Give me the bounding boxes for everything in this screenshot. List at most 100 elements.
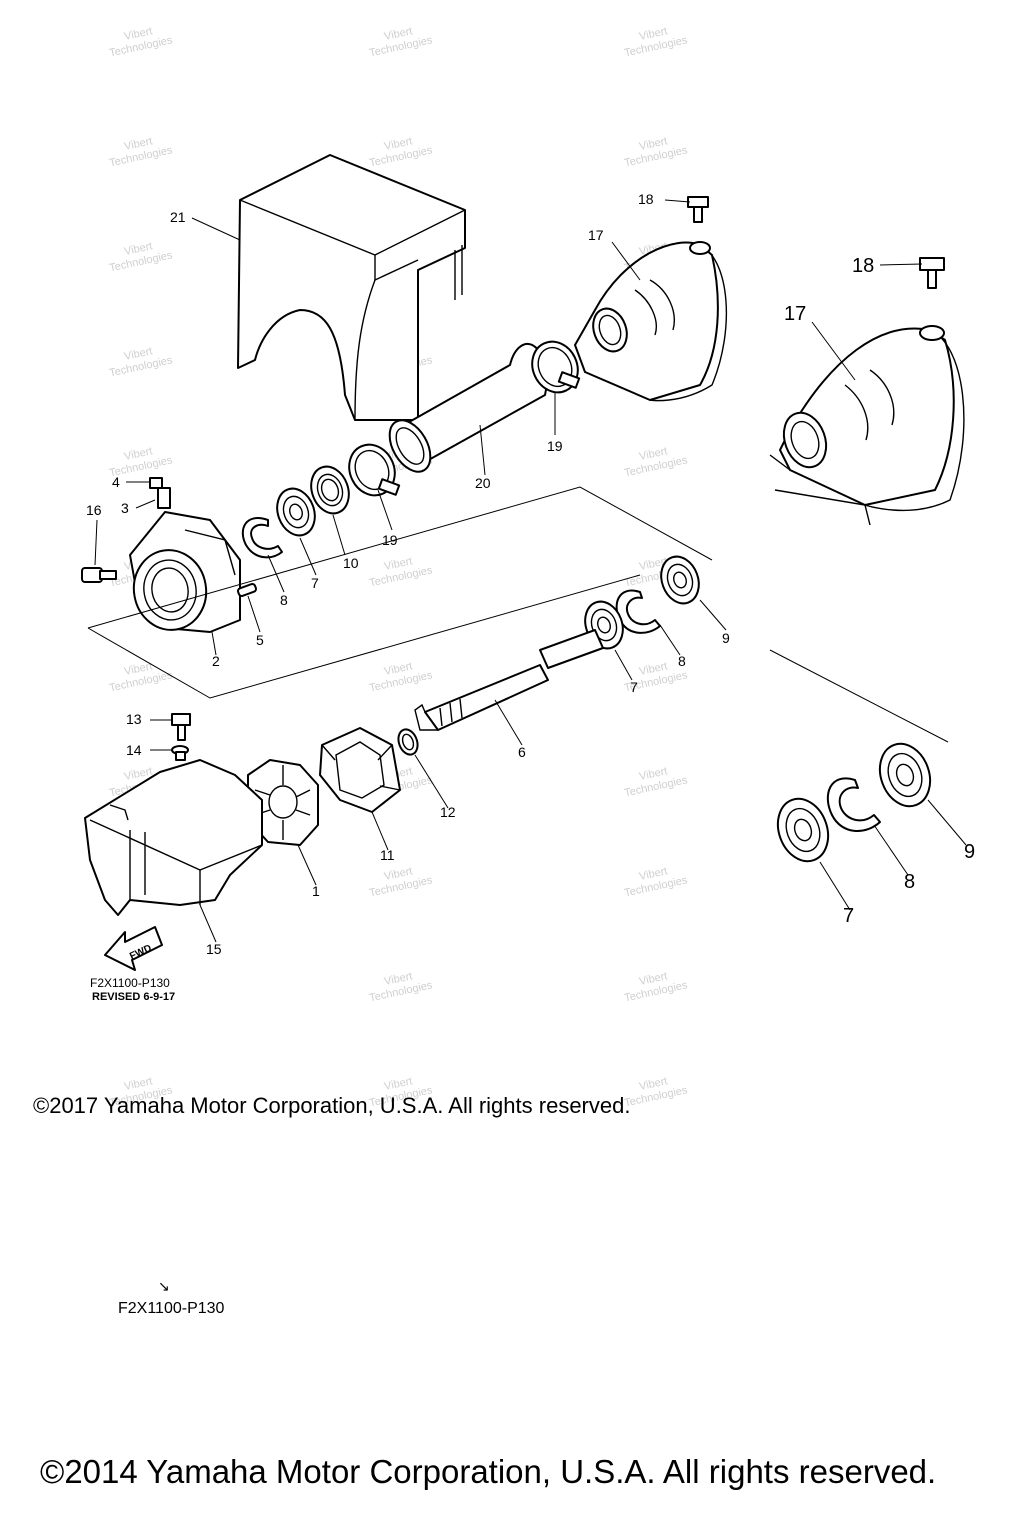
hose-clamp-lower <box>348 443 401 497</box>
watermark: VibertTechnologies <box>623 135 689 169</box>
callout-18: 18 <box>638 191 654 207</box>
svg-text:VibertTechnologies: VibertTechnologies <box>621 21 689 59</box>
watermark: VibertTechnologies <box>621 966 689 1004</box>
svg-text:VibertTechnologies: VibertTechnologies <box>621 861 689 899</box>
watermark: VibertTechnologies <box>366 861 434 899</box>
circlip-lower <box>615 589 661 634</box>
watermark: VibertTechnologies <box>106 236 174 274</box>
inset-callout-8: 8 <box>904 871 915 893</box>
callout-8-lower: 8 <box>678 653 686 669</box>
svg-text:VibertTechnologies: VibertTechnologies <box>621 441 689 479</box>
oil-seal <box>310 465 350 515</box>
inset-circlip-8 <box>826 777 881 833</box>
svg-text:VibertTechnologies: VibertTechnologies <box>366 656 434 694</box>
callout-14: 14 <box>126 742 142 758</box>
callout-12: 12 <box>440 804 456 820</box>
svg-text:VibertTechnologies: VibertTechnologies <box>106 236 174 274</box>
watermark: VibertTechnologies <box>366 21 434 59</box>
inset-callout-17: 17 <box>784 303 806 325</box>
watermark: VibertTechnologies <box>106 341 174 379</box>
svg-text:VibertTechnologies: VibertTechnologies <box>366 131 434 169</box>
watermark: VibertTechnologies <box>106 656 174 694</box>
svg-text:VibertTechnologies: VibertTechnologies <box>621 966 689 1004</box>
svg-text:VibertTechnologies: VibertTechnologies <box>366 861 434 899</box>
svg-text:VibertTechnologies: VibertTechnologies <box>366 21 434 59</box>
callout-20: 20 <box>475 475 491 491</box>
callout-11: 11 <box>380 847 395 863</box>
circlip-upper <box>241 517 283 559</box>
callouts: 21 18 17 19 20 19 10 7 8 4 3 16 5 2 9 8 … <box>86 191 975 957</box>
revision-label: REVISED 6-9-17 <box>92 991 176 1003</box>
inset-outline <box>769 649 949 743</box>
svg-text:VibertTechnologies: VibertTechnologies <box>366 966 434 1004</box>
pump-cover <box>237 154 466 421</box>
watermark: VibertTechnologies <box>621 441 689 479</box>
lower-mark: ↘ <box>158 1278 170 1294</box>
callout-15: 15 <box>206 941 222 957</box>
pump-housing <box>129 511 241 633</box>
watermark: VibertTechnologies <box>621 21 689 59</box>
inset-callout-7: 7 <box>843 905 854 927</box>
inset-callout-9: 9 <box>964 841 975 863</box>
callout-19-lower: 19 <box>382 532 398 548</box>
watermark: VibertTechnologies <box>106 131 174 169</box>
cover-washer <box>171 745 189 761</box>
inset-bolt <box>919 257 945 289</box>
svg-text:VibertTechnologies: VibertTechnologies <box>621 1071 689 1109</box>
svg-text:VibertTechnologies: VibertTechnologies <box>106 656 174 694</box>
callout-10: 10 <box>343 555 359 571</box>
watermark: VibertTechnologies <box>106 21 174 59</box>
shaft-ring <box>397 728 419 756</box>
drive-shaft <box>414 629 604 731</box>
svg-text:VibertTechnologies: VibertTechnologies <box>366 551 434 589</box>
callout-3: 3 <box>121 500 129 516</box>
bearing-end <box>660 555 700 605</box>
lower-diagram-code: F2X1100-P130 <box>118 1300 225 1317</box>
dowel-pin <box>237 583 257 597</box>
cover-bolt <box>171 713 191 741</box>
inset-bearing-7 <box>776 797 830 863</box>
callout-19-upper: 19 <box>547 438 563 454</box>
hose-clamp-upper <box>531 340 581 394</box>
watermark: VibertTechnologies <box>621 1071 689 1109</box>
diagram-code: F2X1100-P130 <box>90 976 170 990</box>
watermark: VibertTechnologies <box>621 861 689 899</box>
fwd-arrow-icon: FWD <box>104 926 163 971</box>
copyright-2017: ©2017 Yamaha Motor Corporation, U.S.A. A… <box>33 1093 631 1118</box>
nozzle-bolt <box>687 196 709 223</box>
svg-text:VibertTechnologies: VibertTechnologies <box>106 131 174 169</box>
callout-7-upper: 7 <box>311 575 319 591</box>
callout-17: 17 <box>588 227 604 243</box>
coupling <box>319 727 401 813</box>
drain-plug <box>81 567 117 583</box>
nozzle <box>574 241 727 402</box>
callout-4: 4 <box>112 474 120 490</box>
hose-fitting <box>149 477 171 509</box>
callout-8-upper: 8 <box>280 592 288 608</box>
callout-2: 2 <box>212 653 220 669</box>
assembly-outline <box>87 486 713 699</box>
bearing-upper <box>276 487 316 537</box>
callout-13: 13 <box>126 711 142 727</box>
callout-7-lower: 7 <box>630 679 638 695</box>
callout-16: 16 <box>86 502 102 518</box>
callout-9: 9 <box>722 630 730 646</box>
copyright-2014: ©2014 Yamaha Motor Corporation, U.S.A. A… <box>40 1453 937 1490</box>
svg-text:VibertTechnologies: VibertTechnologies <box>106 341 174 379</box>
callout-6: 6 <box>518 744 526 760</box>
watermark: VibertTechnologies <box>366 966 434 1004</box>
coupling-cover <box>84 759 263 916</box>
watermark: VibertTechnologies <box>623 765 689 799</box>
callout-21: 21 <box>170 209 186 225</box>
leader-lines <box>94 199 967 943</box>
inset-bearing-9 <box>878 742 932 808</box>
callout-1: 1 <box>312 883 320 899</box>
inset-callout-18: 18 <box>852 255 874 277</box>
svg-text:VibertTechnologies: VibertTechnologies <box>106 21 174 59</box>
inset-nozzle <box>769 325 965 526</box>
callout-5: 5 <box>256 632 264 648</box>
watermark: VibertTechnologies <box>366 551 434 589</box>
watermark: VibertTechnologies <box>366 656 434 694</box>
watermark: VibertTechnologies <box>366 131 434 169</box>
